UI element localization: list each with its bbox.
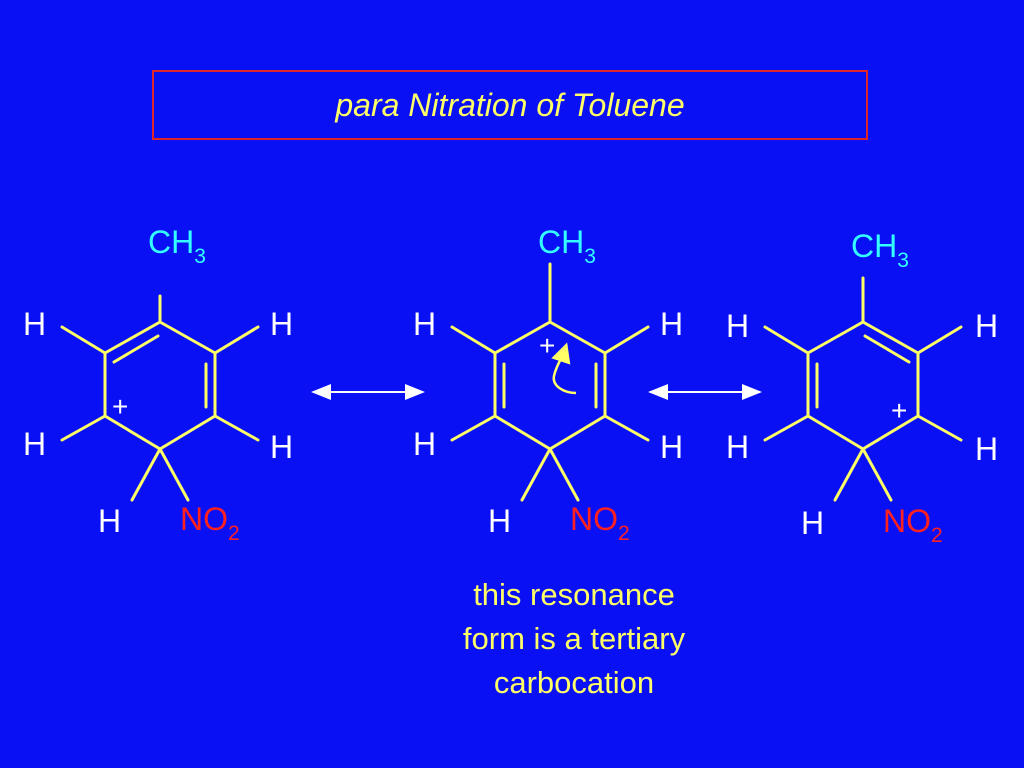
hydrogen-top-right: H bbox=[660, 306, 683, 342]
hydrogen-top-right: H bbox=[975, 308, 998, 344]
positive-charge: + bbox=[891, 395, 907, 426]
nitro-label: NO2 bbox=[180, 501, 240, 545]
ring-bonds bbox=[60, 294, 260, 502]
positive-charge: + bbox=[112, 391, 128, 422]
ring-bonds bbox=[450, 262, 650, 502]
hydrogen-top-left: H bbox=[726, 308, 749, 344]
caption-line-3: carbocation bbox=[493, 665, 655, 700]
positive-charge: + bbox=[539, 330, 555, 361]
resonance-structure-2: CH3 H H H H H NO2 + bbox=[413, 224, 683, 545]
title-box: para Nitration of Toluene bbox=[152, 70, 868, 140]
hydrogen-bottom: H bbox=[98, 503, 121, 539]
methyl-label: CH3 bbox=[538, 224, 596, 268]
hydrogen-top-right: H bbox=[270, 306, 293, 342]
slide-title: para Nitration of Toluene bbox=[335, 86, 685, 123]
curved-electron-arrow bbox=[551, 342, 577, 395]
hydrogen-mid-right: H bbox=[975, 431, 998, 467]
hydrogen-mid-right: H bbox=[270, 429, 293, 465]
hydrogen-bottom: H bbox=[488, 503, 511, 539]
ring-bonds bbox=[763, 276, 963, 502]
methyl-label: CH3 bbox=[851, 228, 909, 272]
resonance-structure-1: CH3 H H H H H NO2 + bbox=[23, 224, 293, 545]
hydrogen-mid-right: H bbox=[660, 429, 683, 465]
methyl-label: CH3 bbox=[148, 224, 206, 268]
hydrogen-top-left: H bbox=[23, 306, 46, 342]
caption-line-2: form is a tertiary bbox=[462, 621, 686, 656]
nitro-label: NO2 bbox=[883, 503, 943, 547]
hydrogen-mid-left: H bbox=[413, 426, 436, 462]
caption: this resonance form is a tertiary carboc… bbox=[374, 573, 774, 705]
nitro-label: NO2 bbox=[570, 501, 630, 545]
hydrogen-top-left: H bbox=[413, 306, 436, 342]
hydrogen-mid-left: H bbox=[23, 426, 46, 462]
hydrogen-bottom: H bbox=[801, 505, 824, 541]
hydrogen-mid-left: H bbox=[726, 429, 749, 465]
resonance-structure-3: CH3 H H H H H NO2 + bbox=[726, 228, 998, 547]
caption-line-1: this resonance bbox=[473, 577, 675, 612]
